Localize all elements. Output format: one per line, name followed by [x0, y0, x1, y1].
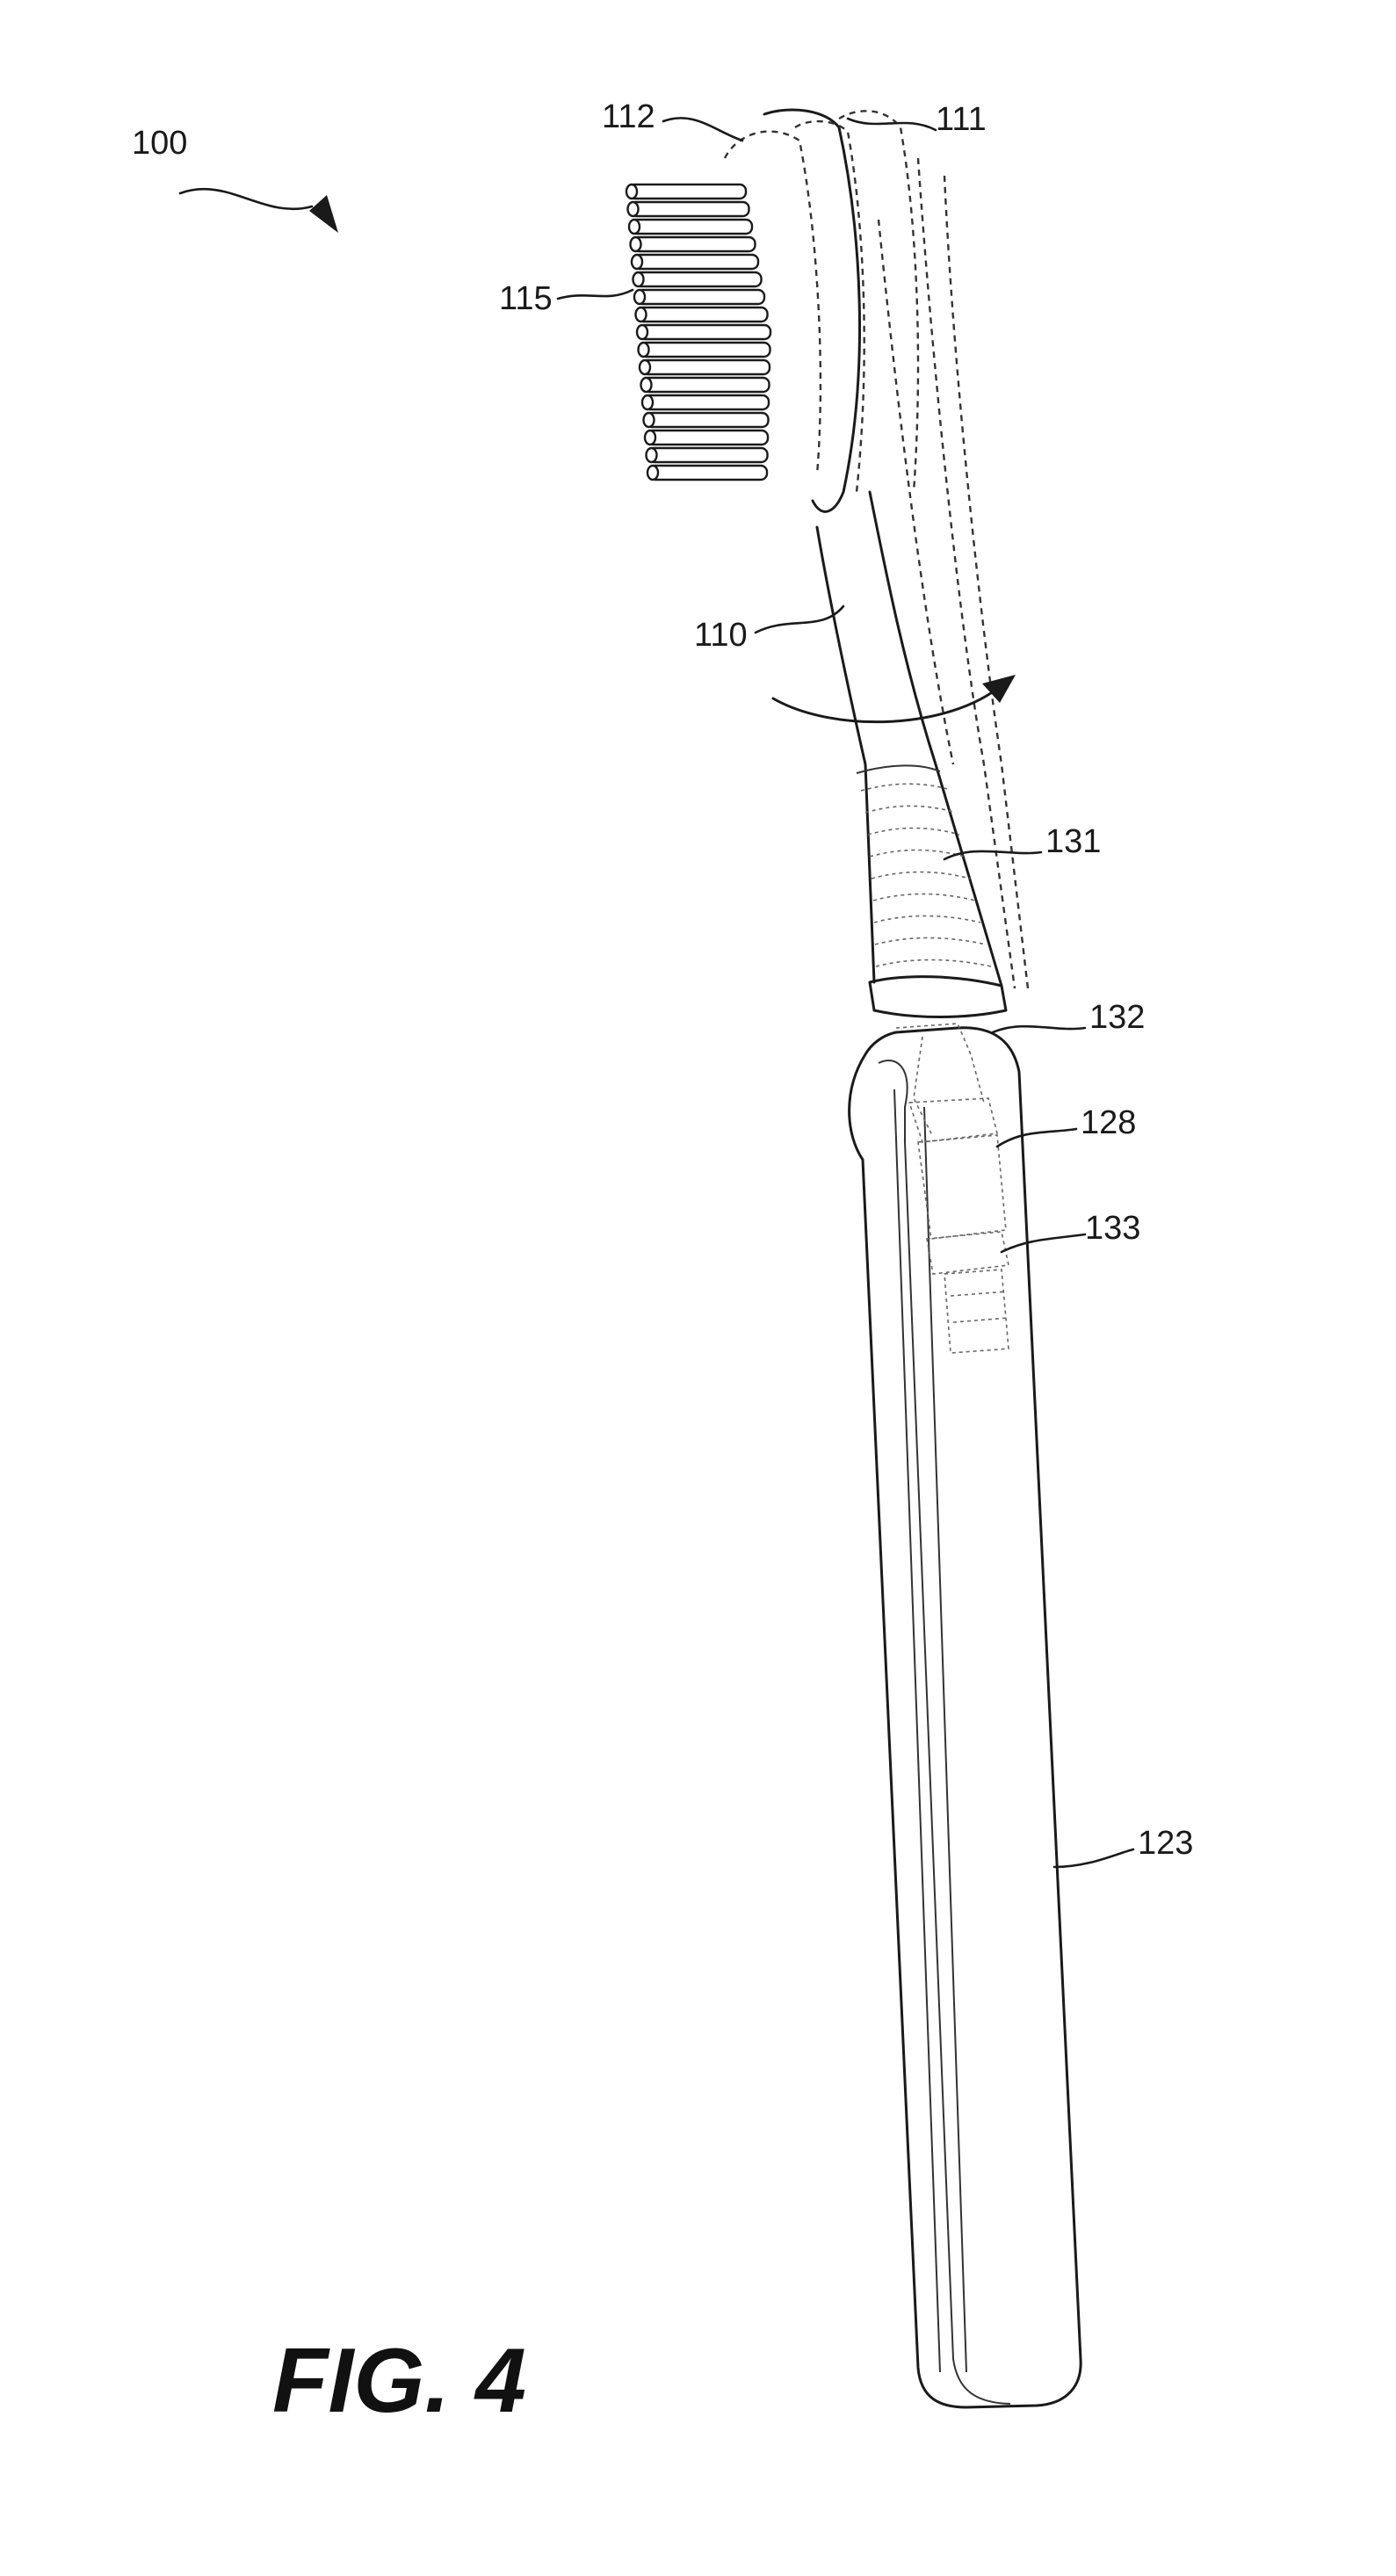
bristle-tuft [645, 429, 770, 446]
bristle-tuft-end [627, 218, 641, 235]
label-133: 133 [1085, 1210, 1140, 1247]
handle-body [848, 1026, 1082, 2409]
bristle-tuft-end [626, 200, 640, 218]
bristle-tuft [641, 376, 770, 394]
bristle-tuft-end [633, 288, 647, 306]
label-115: 115 [499, 280, 553, 317]
spring-section [856, 764, 992, 967]
bristle-tuft [626, 183, 748, 200]
bristle-tuft-end [635, 323, 649, 341]
bristle-tuft-end [632, 271, 645, 288]
bristle-tuft [632, 253, 760, 271]
ref-100-arrowhead [309, 195, 338, 233]
bristle-tuft [640, 358, 771, 376]
figure-title: FIG. 4 [272, 2330, 526, 2432]
bristle-tuft-end [634, 306, 647, 323]
internal-motor-housing [908, 1097, 1009, 1275]
bristle-tuft [637, 323, 772, 341]
label-132: 132 [1089, 999, 1145, 1036]
bristle-tuft-end [637, 341, 650, 358]
label-100: 100 [132, 125, 187, 162]
bristle-tuft [629, 218, 754, 235]
bristle-tuft [633, 271, 763, 288]
label-123: 123 [1138, 1825, 1193, 1862]
bristle-tuft-end [638, 358, 652, 376]
bristle-tuft-end [642, 411, 655, 429]
label-111: 111 [936, 101, 987, 138]
label-112: 112 [602, 98, 655, 135]
internal-connector [944, 1269, 1009, 1354]
brush-head [723, 108, 920, 513]
rotation-arrow [771, 675, 1016, 724]
bristle-tuft-end [629, 235, 642, 253]
bristle-tuft [628, 200, 750, 218]
coupling-collar [868, 975, 1008, 1134]
bristle-tuft-end [640, 376, 653, 394]
label-131: 131 [1045, 823, 1101, 860]
label-110: 110 [694, 617, 748, 654]
reference-leaders [178, 117, 1135, 1869]
neck-shaft [815, 157, 1030, 989]
label-128: 128 [1081, 1104, 1136, 1141]
bristle-tuft [634, 288, 766, 306]
bristle-tuft [639, 341, 771, 358]
bristle-tuft-end [646, 464, 660, 481]
bristle-tuft-end [630, 253, 644, 271]
bristle-tuft-end [625, 183, 639, 200]
bristle-tuft-end [645, 446, 658, 464]
bristle-tuft [644, 411, 770, 429]
bristle-tuft-end [640, 394, 655, 411]
bristle-tufts [625, 183, 772, 481]
bristle-tuft [647, 446, 769, 464]
bristle-tuft [631, 235, 756, 253]
bristle-tuft [647, 464, 769, 481]
bristle-tuft-end [643, 429, 657, 446]
bristle-tuft [642, 394, 770, 411]
bristle-tuft [636, 306, 769, 323]
